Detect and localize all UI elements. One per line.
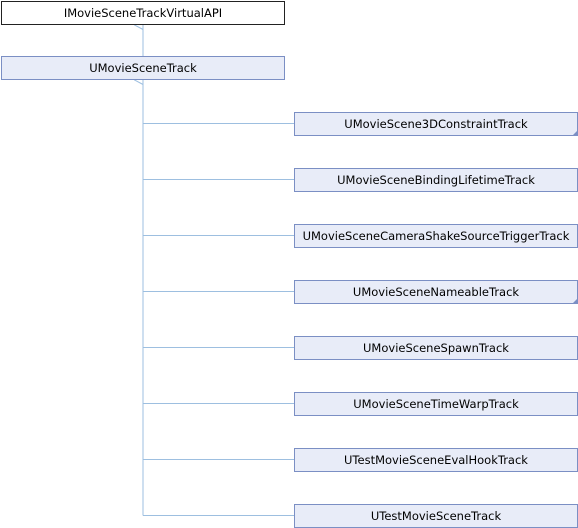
class-node-label: UMovieSceneBindingLifetimeTrack — [337, 173, 535, 187]
class-node-label: UTestMovieSceneTrack — [371, 509, 502, 523]
more-children-marker — [572, 298, 578, 304]
class-node-c3[interactable]: UMovieSceneCameraShakeSourceTriggerTrack — [294, 224, 578, 248]
class-node-c7[interactable]: UTestMovieSceneEvalHookTrack — [294, 448, 578, 472]
class-node-c5[interactable]: UMovieSceneSpawnTrack — [294, 336, 578, 360]
class-node-label: UMovieScene3DConstraintTrack — [344, 117, 528, 131]
class-node-c2[interactable]: UMovieSceneBindingLifetimeTrack — [294, 168, 578, 192]
class-node-box — [1, 56, 285, 80]
class-node-label: UMovieSceneTimeWarpTrack — [353, 397, 519, 411]
class-node-label: UMovieSceneTrack — [89, 61, 197, 75]
class-node-c6[interactable]: UMovieSceneTimeWarpTrack — [294, 392, 578, 416]
class-node-label: UMovieSceneSpawnTrack — [363, 341, 509, 355]
class-node-c4[interactable]: UMovieSceneNameableTrack — [294, 280, 578, 304]
more-children-marker — [572, 130, 578, 136]
class-node-c8[interactable]: UTestMovieSceneTrack — [294, 504, 578, 528]
class-node-label: UMovieSceneNameableTrack — [353, 285, 519, 299]
class-node-label: IMovieSceneTrackVirtualAPI — [64, 6, 222, 20]
class-node-c1[interactable]: UMovieScene3DConstraintTrack — [294, 112, 578, 136]
class-node-label: UTestMovieSceneEvalHookTrack — [344, 453, 528, 467]
class-node-label: UMovieSceneCameraShakeSourceTriggerTrack — [303, 229, 570, 243]
class-node-api[interactable]: IMovieSceneTrackVirtualAPI — [1, 1, 285, 25]
class-node-track[interactable]: UMovieSceneTrack — [1, 56, 285, 80]
class-node-box — [1, 1, 285, 25]
